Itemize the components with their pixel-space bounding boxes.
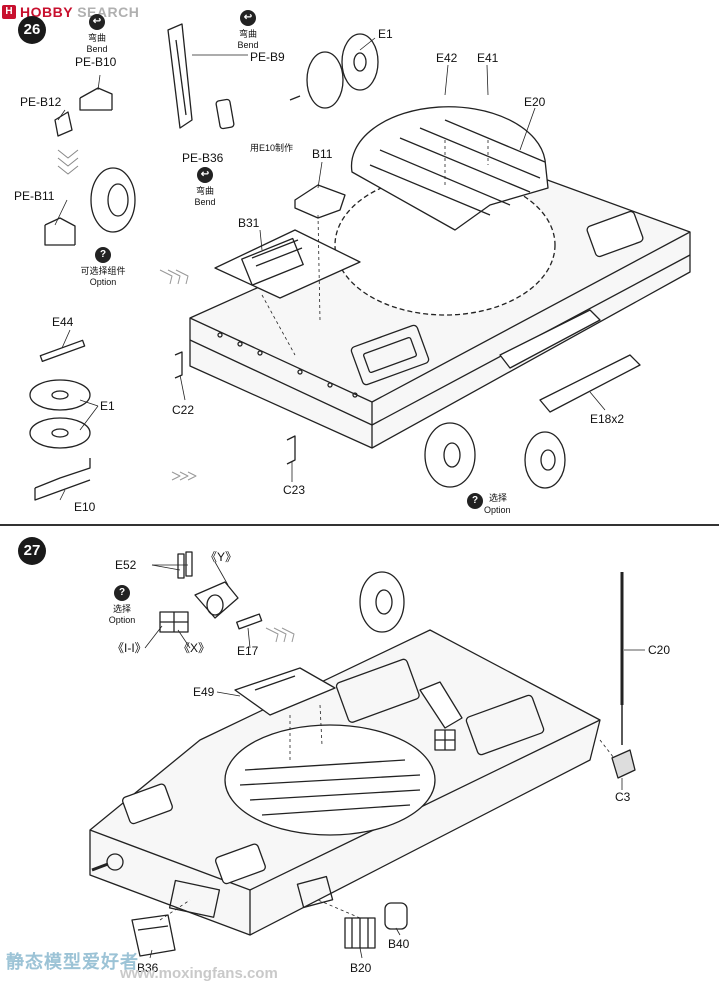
label-pe-b9: PE-B9	[250, 50, 285, 64]
label-e49: E49	[193, 685, 215, 699]
bend-note-en-1: Bend	[86, 44, 108, 54]
hull-step26	[189, 169, 691, 449]
label-c3: C3	[615, 790, 631, 804]
bend-note-cn-2: 弯曲	[195, 186, 215, 196]
logo-mark-icon: H	[2, 5, 16, 19]
label-pe-b36: PE-B36	[182, 151, 224, 165]
step-27-badge: 27	[18, 537, 46, 565]
sprocket-left	[90, 167, 136, 233]
wheel-bottom-1	[424, 422, 476, 488]
bracket-c23	[286, 435, 296, 465]
label-e1-top: E1	[378, 27, 393, 41]
pe-b10-bracket	[79, 87, 113, 111]
label-e42: E42	[436, 51, 458, 65]
step-26-badge: 26	[18, 16, 46, 44]
note-use-e10: 用E10制作	[250, 143, 294, 153]
question-icon: ?	[114, 585, 130, 601]
step-divider	[0, 524, 719, 526]
note-select-en: Option	[484, 505, 511, 515]
note-select-cn-27: 选择	[112, 604, 132, 614]
label-e41: E41	[477, 51, 499, 65]
plate-b31	[214, 229, 361, 299]
label-e18x2: E18x2	[590, 412, 625, 426]
part-b11	[294, 184, 346, 219]
note-optional-en: Option	[89, 277, 117, 287]
watermark-cn: 静态模型爱好者	[6, 952, 139, 972]
bend-note-en-top: Bend	[237, 40, 259, 50]
floor-plate-e20	[350, 106, 549, 231]
note-select-cn: 选择	[489, 493, 508, 503]
label-e20: E20	[524, 95, 546, 109]
part-b20	[344, 917, 376, 949]
label-b31: B31	[238, 216, 260, 230]
label-b11: B11	[312, 147, 333, 161]
sprocket-step27	[359, 571, 405, 633]
plate-e49	[234, 667, 336, 716]
label-b36: B36	[137, 961, 159, 975]
pe-b36	[215, 98, 235, 130]
note-select-en-27: Option	[108, 615, 136, 625]
bend-icon: ↩	[89, 14, 105, 30]
part-b36	[131, 914, 176, 957]
bend-icon: ↩	[197, 167, 213, 183]
label-e52: E52	[115, 558, 137, 572]
bracket-c22	[174, 351, 183, 379]
label-x: 《X》	[178, 641, 211, 655]
side-parts-27	[419, 681, 463, 751]
label-pe-b12: PE-B12	[20, 95, 62, 109]
label-e44: E44	[52, 315, 74, 329]
leader-lines-26	[54, 37, 606, 501]
label-e10: E10	[74, 500, 96, 514]
bend-note-cn-1: 弯曲	[87, 33, 107, 43]
watermark-url: www.moxingfans.com	[120, 965, 278, 982]
bend-note-en-2: Bend	[194, 197, 216, 207]
flow-arrows-26	[159, 269, 197, 481]
antenna-base-c3	[611, 749, 636, 779]
label-pe-b10: PE-B10	[75, 55, 117, 69]
question-icon: ?	[95, 247, 111, 263]
label-i-i: 《I-I》	[112, 641, 147, 655]
pe-b12	[54, 111, 73, 137]
note-optional-cn: 可选择组件	[80, 266, 126, 276]
label-e17: E17	[237, 644, 259, 658]
label-c23: C23	[283, 483, 306, 497]
pe-b11	[44, 217, 76, 246]
bend-note-cn-top: 弯曲	[238, 29, 258, 39]
part-b40	[384, 902, 408, 930]
question-icon: ?	[467, 493, 483, 509]
leader-lines-27	[144, 561, 645, 959]
road-wheel-top	[289, 33, 379, 109]
wheel-bottom-2	[524, 431, 566, 489]
label-e1-bottom: E1	[100, 399, 115, 413]
label-y: 《Y》	[205, 550, 238, 564]
label-c22: C22	[172, 403, 195, 417]
label-b40: B40	[388, 937, 410, 951]
hull-step27	[89, 629, 601, 936]
bend-icon: ↩	[240, 10, 256, 26]
bend-arrow-hatch	[57, 149, 79, 175]
tow-bracket-assembly	[159, 551, 263, 633]
label-c20: C20	[648, 643, 671, 657]
pe-b9-strip	[167, 23, 193, 129]
wheel-stack-left	[29, 339, 91, 501]
flow-arrows-27	[265, 627, 295, 643]
track-guides-e18	[499, 309, 641, 413]
label-pe-b11: PE-B11	[14, 189, 55, 203]
label-b20: B20	[350, 961, 372, 975]
